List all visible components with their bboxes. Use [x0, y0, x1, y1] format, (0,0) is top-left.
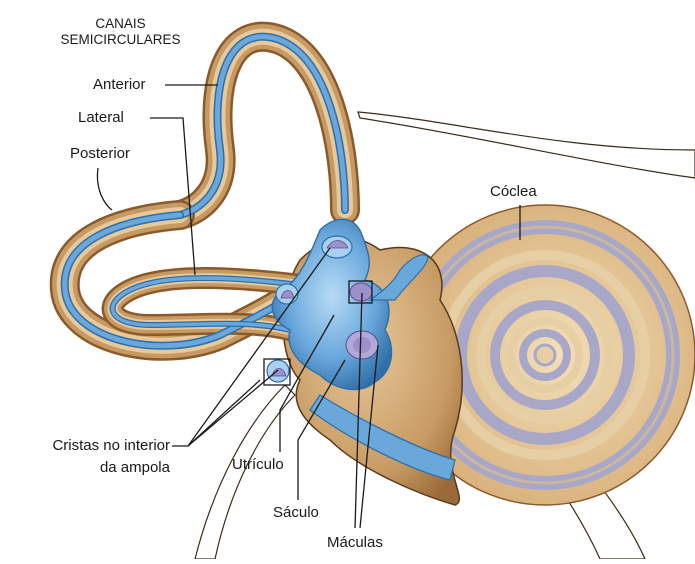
- label-posterior: Posterior: [70, 145, 130, 163]
- label-canais-semicirculares: CANAIS SEMICIRCULARES: [58, 16, 183, 48]
- label-lateral: Lateral: [78, 109, 124, 127]
- label-cristas-line1: Cristas no interior: [5, 437, 170, 455]
- label-anterior: Anterior: [93, 76, 146, 94]
- label-utriculo: Utrículo: [232, 456, 284, 474]
- label-canais-line1: CANAIS: [58, 16, 183, 32]
- label-canais-line2: SEMICIRCULARES: [58, 32, 183, 48]
- nerve-ribbon-upper: [358, 112, 695, 178]
- label-maculas: Máculas: [327, 534, 383, 552]
- label-saculo: Sáculo: [273, 504, 319, 522]
- macula-utricle: [350, 283, 372, 301]
- label-cristas-line2: da ampola: [5, 459, 170, 477]
- label-coclea: Cóclea: [490, 183, 537, 201]
- label-cristas: Cristas no interior da ampola: [5, 437, 170, 477]
